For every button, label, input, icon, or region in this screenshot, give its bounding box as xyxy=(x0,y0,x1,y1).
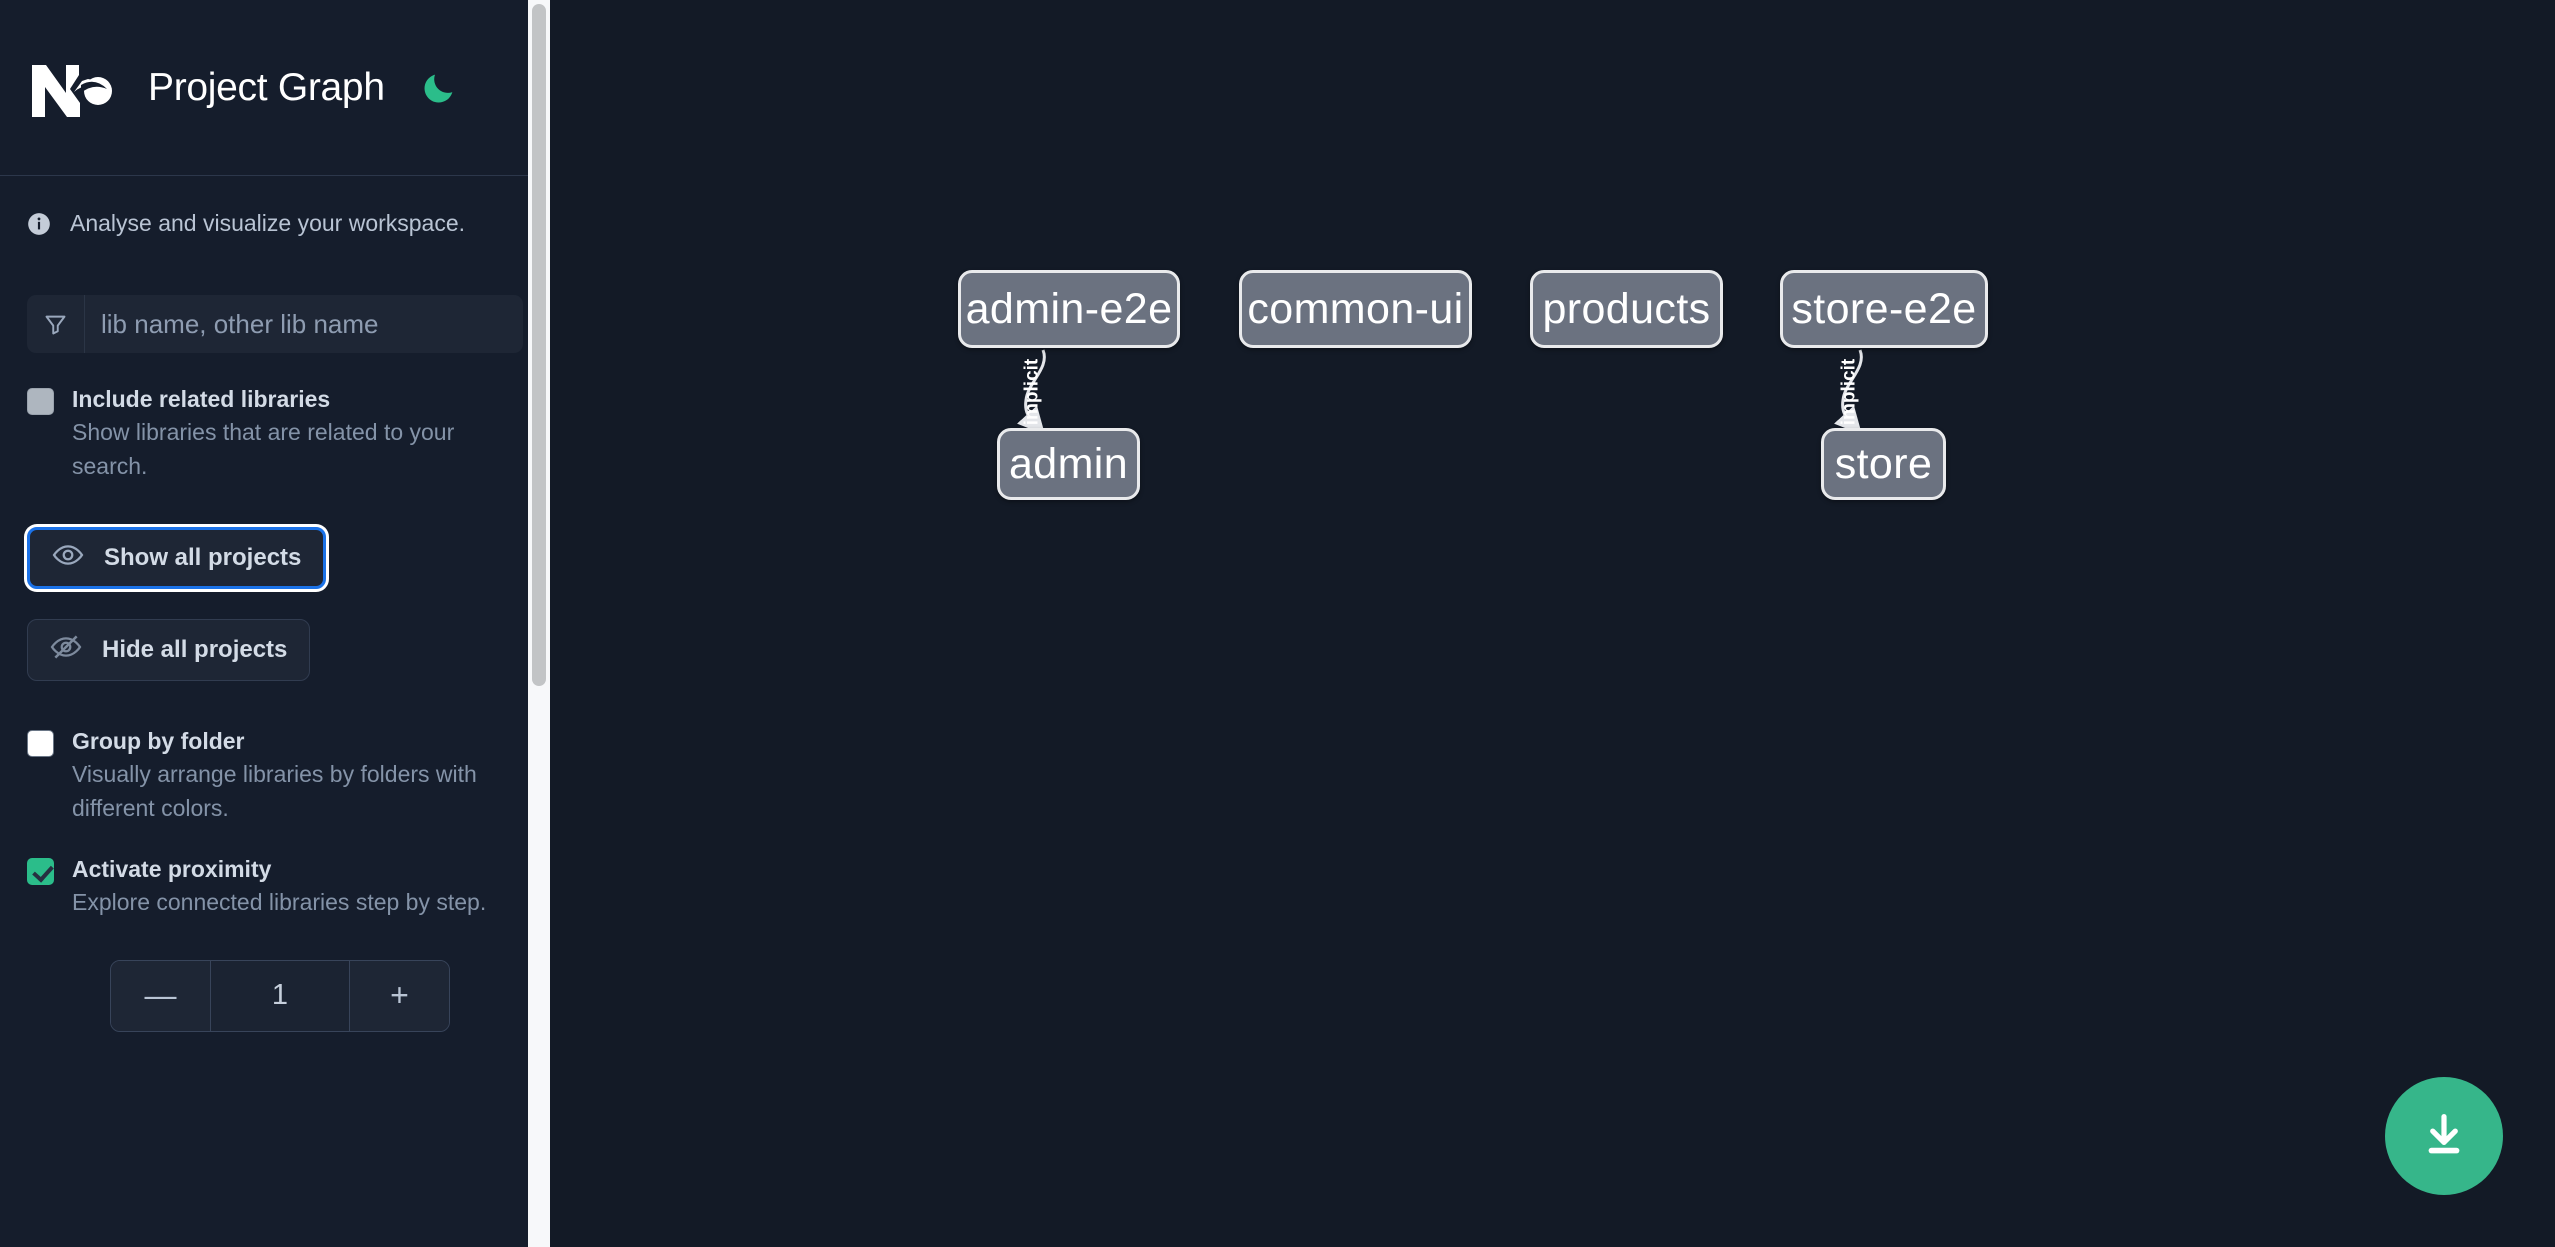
nx-logo-icon xyxy=(26,55,126,121)
graph-node-admin[interactable]: admin xyxy=(997,428,1140,500)
option-description: Visually arrange libraries by folders wi… xyxy=(72,761,477,821)
graph-canvas[interactable]: admin-e2e common-ui products store-e2e a… xyxy=(550,0,2555,1247)
node-label: products xyxy=(1542,284,1711,333)
option-title: Include related libraries xyxy=(72,386,331,412)
search-box[interactable] xyxy=(27,295,523,353)
show-all-projects-label: Show all projects xyxy=(104,544,302,572)
graph-node-store[interactable]: store xyxy=(1821,428,1946,500)
edge-label-store-implicit: implicit xyxy=(1838,358,1860,426)
sidebar-scrollbar-thumb[interactable] xyxy=(532,4,546,686)
checkbox-group-by-folder[interactable] xyxy=(27,730,54,758)
hide-all-projects-button[interactable]: Hide all projects xyxy=(27,619,311,682)
option-activate-proximity[interactable]: Activate proximity Explore connected lib… xyxy=(0,825,550,920)
node-label: store-e2e xyxy=(1791,284,1977,333)
graph-node-common-ui[interactable]: common-ui xyxy=(1239,270,1472,348)
download-icon xyxy=(2418,1109,2470,1164)
search-section xyxy=(0,237,550,353)
node-label: admin-e2e xyxy=(965,284,1173,333)
stepper-increment-button[interactable]: + xyxy=(349,960,449,1031)
option-description: Show libraries that are related to your … xyxy=(72,419,455,479)
option-description: Explore connected libraries step by step… xyxy=(72,889,487,916)
stepper-value: 1 xyxy=(211,960,349,1031)
moon-icon[interactable] xyxy=(419,68,459,108)
sidebar-scrollbar[interactable] xyxy=(528,0,550,1247)
page-title: Project Graph xyxy=(148,65,385,109)
graph-edges xyxy=(1016,349,1863,435)
checkbox-include-related-libraries[interactable] xyxy=(27,388,54,415)
info-circle-icon xyxy=(26,211,52,237)
edge-label-admin-implicit: implicit xyxy=(1021,358,1043,426)
workspace-info-text: Analyse and visualize your workspace. xyxy=(70,210,466,236)
option-include-related-libraries[interactable]: Include related libraries Show libraries… xyxy=(0,353,550,483)
edge-admin-e2e-to-admin xyxy=(1016,349,1046,435)
graph-node-products[interactable]: products xyxy=(1530,270,1723,348)
graph-node-admin-e2e[interactable]: admin-e2e xyxy=(958,270,1180,348)
workspace-info: Analyse and visualize your workspace. xyxy=(0,176,550,237)
proximity-stepper[interactable]: — 1 + xyxy=(110,959,450,1032)
hide-all-projects-label: Hide all projects xyxy=(102,636,288,664)
node-label: store xyxy=(1834,439,1933,488)
option-title: Group by folder xyxy=(72,728,245,755)
download-graph-button[interactable] xyxy=(2385,1077,2503,1195)
graph-node-store-e2e[interactable]: store-e2e xyxy=(1780,270,1988,348)
show-all-projects-button[interactable]: Show all projects xyxy=(27,527,327,590)
sidebar: Project Graph Analyse and visualize y xyxy=(0,0,550,1247)
funnel-filter-icon[interactable] xyxy=(27,295,85,353)
header-divider xyxy=(0,175,550,176)
node-label: admin xyxy=(1008,439,1129,488)
eye-icon xyxy=(52,539,84,578)
search-input[interactable] xyxy=(85,295,523,353)
edge-store-e2e-to-store xyxy=(1833,349,1863,435)
checkbox-activate-proximity[interactable] xyxy=(27,858,54,886)
eye-off-icon xyxy=(50,631,82,670)
projects-buttons: Show all projects Hide all projects xyxy=(0,483,550,682)
proximity-stepper-wrap: — 1 + xyxy=(0,920,550,1032)
option-group-by-folder[interactable]: Group by folder Visually arrange librari… xyxy=(0,681,550,825)
node-label: common-ui xyxy=(1247,284,1464,333)
stepper-decrement-button[interactable]: — xyxy=(111,960,211,1031)
brand-row: Project Graph xyxy=(0,0,550,175)
option-title: Activate proximity xyxy=(72,856,272,883)
